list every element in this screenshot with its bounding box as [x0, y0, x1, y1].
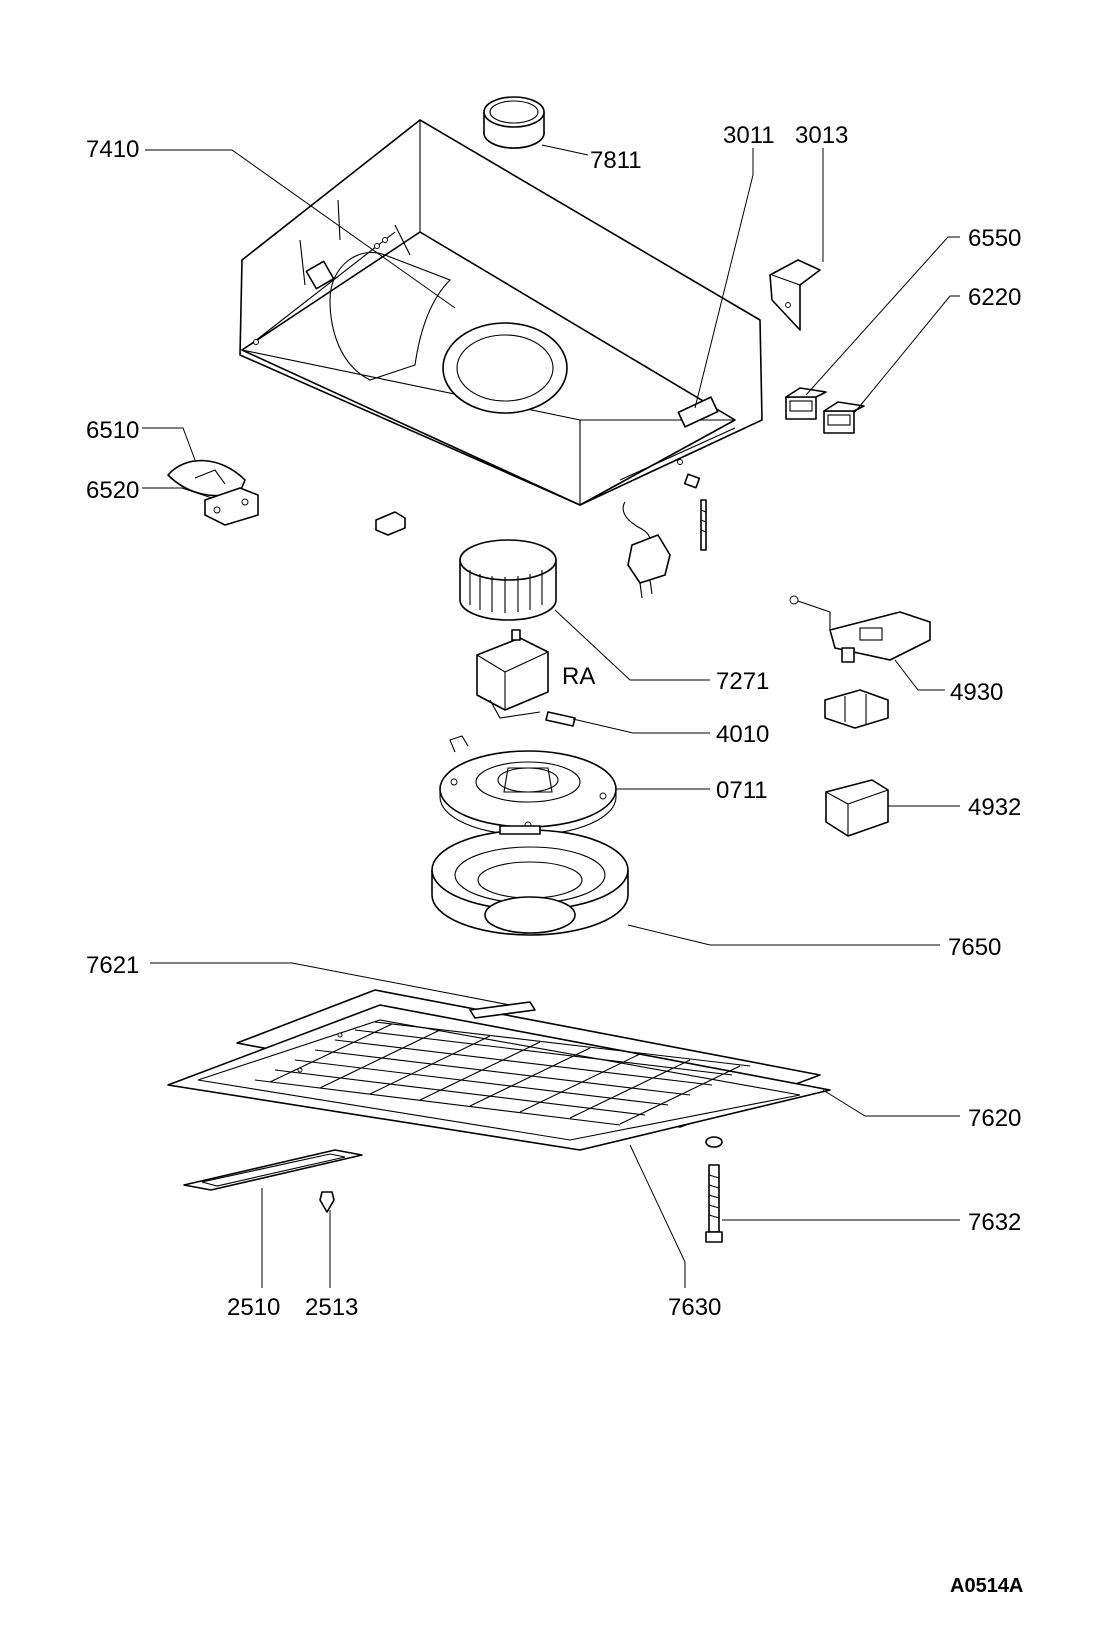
fan-impeller: [459, 539, 557, 621]
label-3011: 3011: [723, 122, 775, 149]
exhaust-ring: [483, 96, 545, 149]
label-4930: 4930: [950, 679, 1003, 706]
motor-mounting-plate: [439, 735, 617, 836]
front-panel: [167, 989, 831, 1151]
label-7630: 7630: [668, 1294, 721, 1321]
grease-grid: [254, 1021, 751, 1126]
screw-and-nut: [683, 473, 707, 551]
label-6510: 6510: [86, 417, 139, 444]
carbon-filter: [431, 825, 629, 936]
motor: [476, 629, 576, 727]
small-clip: [375, 511, 406, 536]
label-RA: RA: [562, 663, 595, 690]
label-2510: 2510: [227, 1294, 280, 1321]
label-7811: 7811: [590, 147, 642, 174]
label-7410: 7410: [86, 136, 139, 163]
label-6550: 6550: [968, 225, 1021, 252]
mounting-bracket: [769, 259, 821, 331]
label-7650: 7650: [948, 934, 1001, 961]
terminal-block: [824, 689, 889, 729]
switch-6550: [785, 387, 827, 420]
leader-lines: [142, 144, 960, 1288]
drawing-code: A0514A: [950, 1575, 1023, 1597]
power-cord-plug: [622, 501, 671, 599]
label-6520: 6520: [86, 477, 139, 504]
label-4010: 4010: [716, 721, 769, 748]
label-0711: 0711: [716, 777, 768, 804]
lamp-cover: [183, 1149, 363, 1191]
wall-screw: [705, 1136, 723, 1243]
hood-housing: [239, 119, 763, 506]
cover-box: [825, 779, 889, 837]
switch-6220: [823, 401, 865, 434]
label-6220: 6220: [968, 284, 1021, 311]
label-7632: 7632: [968, 1209, 1021, 1236]
label-4932: 4932: [968, 794, 1021, 821]
label-3013: 3013: [795, 122, 848, 149]
label-7620: 7620: [968, 1105, 1021, 1132]
control-board: [789, 595, 931, 663]
lamp-and-holder: [167, 459, 259, 526]
label-2513: 2513: [305, 1294, 358, 1321]
label-7271: 7271: [716, 668, 769, 695]
screw-2513: [319, 1191, 335, 1213]
label-7621: 7621: [86, 952, 139, 979]
